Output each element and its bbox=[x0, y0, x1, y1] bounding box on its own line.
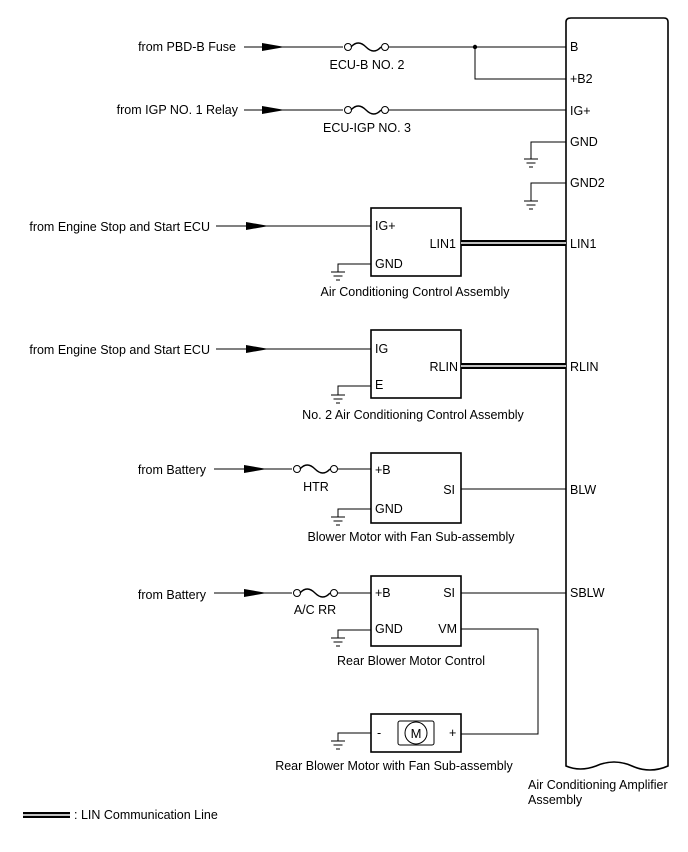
amp-pin-gnd2: GND2 bbox=[570, 176, 605, 190]
blower-name: Blower Motor with Fan Sub-assembly bbox=[307, 530, 515, 544]
ac-control-box bbox=[370, 207, 462, 277]
rear-control-pin-gnd: GND bbox=[375, 622, 403, 636]
rear-motor-ground-icon bbox=[331, 732, 371, 750]
source-battery-1-label: from Battery bbox=[138, 463, 207, 477]
fuse-ecuigp-label: ECU-IGP NO. 3 bbox=[323, 121, 411, 135]
wire-vm bbox=[461, 628, 539, 735]
legend-label: : LIN Communication Line bbox=[74, 808, 218, 822]
source-pbdb-label: from PBD-B Fuse bbox=[138, 40, 236, 54]
fuse-htr-label: HTR bbox=[303, 480, 329, 494]
rear-control-pin-vm: VM bbox=[438, 622, 457, 636]
fuse-acrr-icon bbox=[293, 588, 338, 598]
rear-motor-name: Rear Blower Motor with Fan Sub-assembly bbox=[275, 759, 513, 773]
ac-control-2-pin-lin: RLIN bbox=[430, 360, 458, 374]
fuse-htr-icon bbox=[293, 464, 338, 474]
blower-ground-icon bbox=[331, 508, 371, 526]
ac-control-pin-lin: LIN1 bbox=[430, 237, 456, 251]
rear-control-name: Rear Blower Motor Control bbox=[337, 654, 485, 668]
amp-pin-rlin: RLIN bbox=[570, 360, 598, 374]
source-battery-2-label: from Battery bbox=[138, 588, 207, 602]
rear-control-ground-icon bbox=[331, 629, 371, 647]
blower-box bbox=[370, 452, 462, 524]
ac-control-2-name: No. 2 Air Conditioning Control Assembly bbox=[302, 408, 524, 422]
ac-control-pin-gnd: GND bbox=[375, 257, 403, 271]
source-engine-ecu-2-label: from Engine Stop and Start ECU bbox=[29, 343, 210, 357]
amp-pin-gnd: GND bbox=[570, 135, 598, 149]
wire-pbdb bbox=[244, 43, 566, 80]
wire-battery-2 bbox=[214, 589, 371, 597]
rear-motor-plus: + bbox=[449, 726, 456, 740]
rear-motor-minus: - bbox=[377, 726, 381, 740]
fuse-ecub-label: ECU-B NO. 2 bbox=[329, 58, 404, 72]
amp-pin-b2: +B2 bbox=[570, 72, 593, 86]
fuse-ecuigp-icon bbox=[344, 105, 389, 115]
amp-pin-lin1: LIN1 bbox=[570, 237, 596, 251]
ac-control-ground-icon bbox=[331, 263, 371, 281]
amp-pin-sblw: SBLW bbox=[570, 586, 605, 600]
motor-icon bbox=[397, 720, 435, 746]
ac-control-2-ground-icon bbox=[331, 385, 371, 404]
amplifier-assembly bbox=[565, 17, 669, 771]
rear-motor-symbol: M bbox=[411, 726, 422, 741]
rear-control-pin-b: +B bbox=[375, 586, 391, 600]
rear-control-box bbox=[370, 575, 462, 647]
amp-pin-b: B bbox=[570, 40, 578, 54]
wire-battery-1 bbox=[214, 465, 371, 473]
blower-pin-b: +B bbox=[375, 463, 391, 477]
amplifier-name-line1: Air Conditioning Amplifier bbox=[528, 778, 668, 792]
wire-engine-ecu-1 bbox=[216, 222, 371, 230]
wire-engine-ecu-2 bbox=[216, 345, 371, 353]
wire-igp bbox=[244, 106, 566, 114]
fuse-ecub-icon bbox=[344, 42, 389, 52]
ac-control-2-pin-ig: IG bbox=[375, 342, 388, 356]
amp-pin-ig: IG+ bbox=[570, 104, 591, 118]
ac-control-2-pin-e: E bbox=[375, 378, 383, 392]
ac-control-name: Air Conditioning Control Assembly bbox=[321, 285, 511, 299]
amplifier-name-line2: Assembly bbox=[528, 793, 583, 807]
amp-gnd2-ground-icon bbox=[524, 182, 566, 210]
rear-control-pin-si: SI bbox=[443, 586, 455, 600]
source-igp-label: from IGP NO. 1 Relay bbox=[117, 103, 239, 117]
fuse-acrr-label: A/C RR bbox=[294, 603, 336, 617]
source-engine-ecu-1-label: from Engine Stop and Start ECU bbox=[29, 220, 210, 234]
blower-pin-gnd: GND bbox=[375, 502, 403, 516]
blower-pin-si: SI bbox=[443, 483, 455, 497]
amp-pin-blw: BLW bbox=[570, 483, 596, 497]
amp-gnd-ground-icon bbox=[524, 141, 566, 168]
ac-control-pin-ig: IG+ bbox=[375, 219, 396, 233]
